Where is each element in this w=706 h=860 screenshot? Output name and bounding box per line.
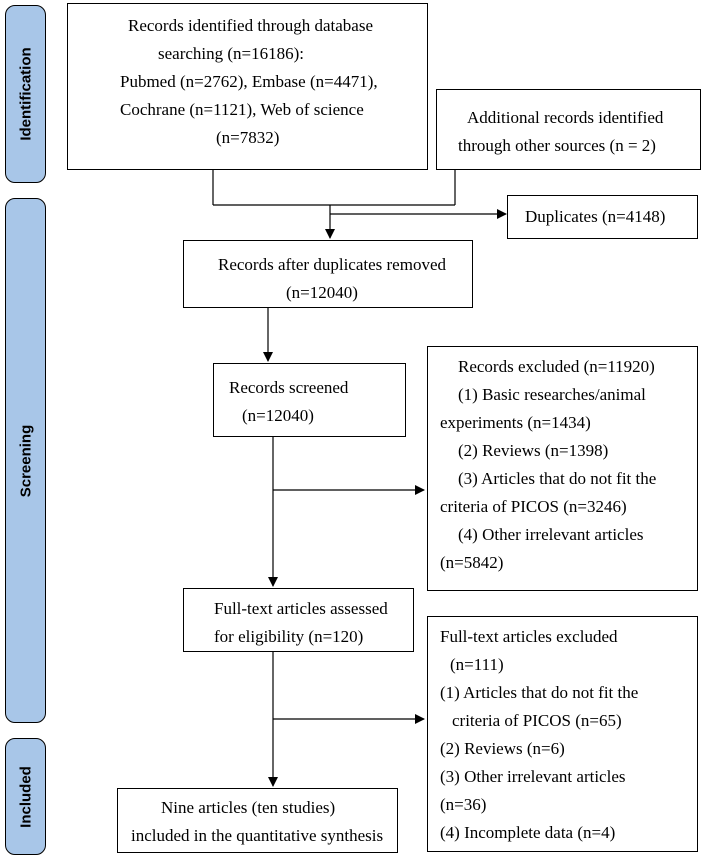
box-line: for eligibility (n=120) xyxy=(214,627,364,646)
box-line: Additional records identified xyxy=(467,108,664,127)
box-line: (3) Other irrelevant articles xyxy=(440,767,626,786)
phase-identification: Identification xyxy=(5,5,46,183)
box-line: (n=12040) xyxy=(286,283,358,302)
box-line: included in the quantitative synthesis xyxy=(131,826,384,845)
after-duplicates-box: Records after duplicates removed (n=1204… xyxy=(183,240,473,308)
box-line: (n=36) xyxy=(440,795,487,814)
duplicates-box: Duplicates (n=4148) xyxy=(507,195,698,239)
box-line: Nine articles (ten studies) xyxy=(161,798,336,817)
box-line: (n=12040) xyxy=(242,406,314,425)
box-line: (2) Reviews (n=6) xyxy=(440,739,565,758)
other-sources-box: Additional records identified through ot… xyxy=(436,89,701,170)
box-line: (1) Basic researches/animal xyxy=(458,385,646,404)
box-line: Records screened xyxy=(229,378,349,397)
box-line: experiments (n=1434) xyxy=(440,413,591,432)
box-line: Records excluded (n=11920) xyxy=(458,357,655,376)
database-search-box: Records identified through database sear… xyxy=(67,3,428,170)
box-line: (3) Articles that do not fit the xyxy=(458,469,657,488)
phase-screening: Screening xyxy=(5,198,46,723)
records-excluded-box: Records excluded (n=11920) (1) Basic res… xyxy=(427,346,698,591)
box-line: Records identified through database xyxy=(128,16,374,35)
box-line: criteria of PICOS (n=65) xyxy=(452,711,622,730)
box-line: Full-text articles assessed xyxy=(214,599,388,618)
box-line: (n=5842) xyxy=(440,553,504,572)
box-line: (n=111) xyxy=(450,655,504,674)
box-line: (4) Incomplete data (n=4) xyxy=(440,823,616,842)
box-line: (1) Articles that do not fit the xyxy=(440,683,639,702)
box-line: (2) Reviews (n=1398) xyxy=(458,441,609,460)
box-line: through other sources (n = 2) xyxy=(458,136,656,155)
box-line: Cochrane (n=1121), Web of science xyxy=(120,100,364,119)
fulltext-assessed-box: Full-text articles assessed for eligibil… xyxy=(183,588,414,652)
box-line: Records after duplicates removed xyxy=(218,255,446,274)
box-line: (4) Other irrelevant articles xyxy=(458,525,644,544)
box-line: Full-text articles excluded xyxy=(440,627,618,646)
box-line: Pubmed (n=2762), Embase (n=4471), xyxy=(120,72,378,91)
fulltext-excluded-box: Full-text articles excluded (n=111) (1) … xyxy=(427,616,698,852)
records-screened-box: Records screened (n=12040) xyxy=(213,363,406,437)
included-studies-box: Nine articles (ten studies) included in … xyxy=(117,788,398,853)
phase-included: Included xyxy=(5,738,46,855)
box-line: (n=7832) xyxy=(216,128,280,147)
box-line: Duplicates (n=4148) xyxy=(525,207,666,226)
box-line: criteria of PICOS (n=3246) xyxy=(440,497,627,516)
box-line: searching (n=16186): xyxy=(158,44,305,63)
